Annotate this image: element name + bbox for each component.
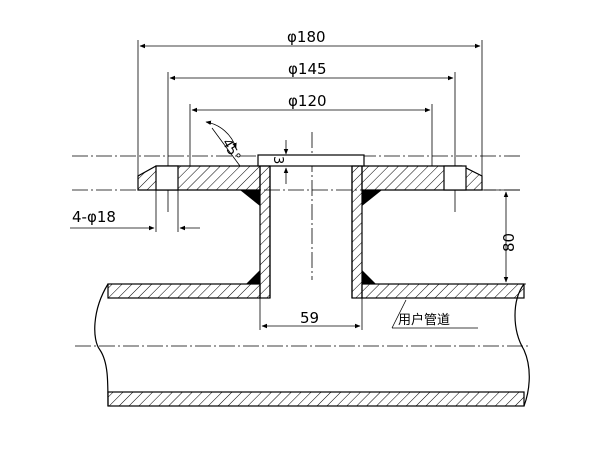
dim-80-label: 80 xyxy=(500,233,518,252)
dim-holes-label: 4-φ18 xyxy=(72,208,116,226)
weld-bottom-left xyxy=(246,270,260,284)
nozzle-tube xyxy=(259,165,363,299)
dim-gap-label: 3 xyxy=(270,156,285,164)
dim-59-label: 59 xyxy=(300,309,319,327)
pipe-left-break xyxy=(94,283,109,407)
nozzle-right-wall xyxy=(351,165,363,299)
dim-holes xyxy=(70,190,200,232)
dim-phi120 xyxy=(189,104,433,166)
pipe-label-leader xyxy=(391,299,478,329)
pipe-top-wall-right xyxy=(361,283,525,299)
pipe-label: 用户管道 xyxy=(398,312,450,328)
dim-phi180-label: φ180 xyxy=(287,28,326,46)
nozzle-left-wall xyxy=(259,165,271,299)
bolt-hole-left xyxy=(155,165,179,191)
pipe-bottom-wall xyxy=(107,391,525,407)
dim-phi145 xyxy=(167,72,456,158)
dim-angle xyxy=(205,120,241,167)
bolt-hole-right xyxy=(443,165,467,191)
welds xyxy=(240,190,382,284)
dim-angle-label: 45° xyxy=(219,137,244,164)
weld-top-right xyxy=(362,190,382,206)
dim-80 xyxy=(484,189,526,285)
pipe-right-break xyxy=(514,283,530,407)
user-pipe xyxy=(94,283,530,407)
dim-59 xyxy=(259,298,363,330)
weld-bottom-right xyxy=(362,270,376,284)
dim-phi180 xyxy=(137,40,483,176)
dim-phi145-label: φ145 xyxy=(288,60,327,78)
pipe-top-wall-left xyxy=(107,283,261,299)
weld-top-left xyxy=(240,190,260,206)
dim-phi120-label: φ120 xyxy=(288,92,327,110)
flange-raised-face xyxy=(257,154,365,167)
